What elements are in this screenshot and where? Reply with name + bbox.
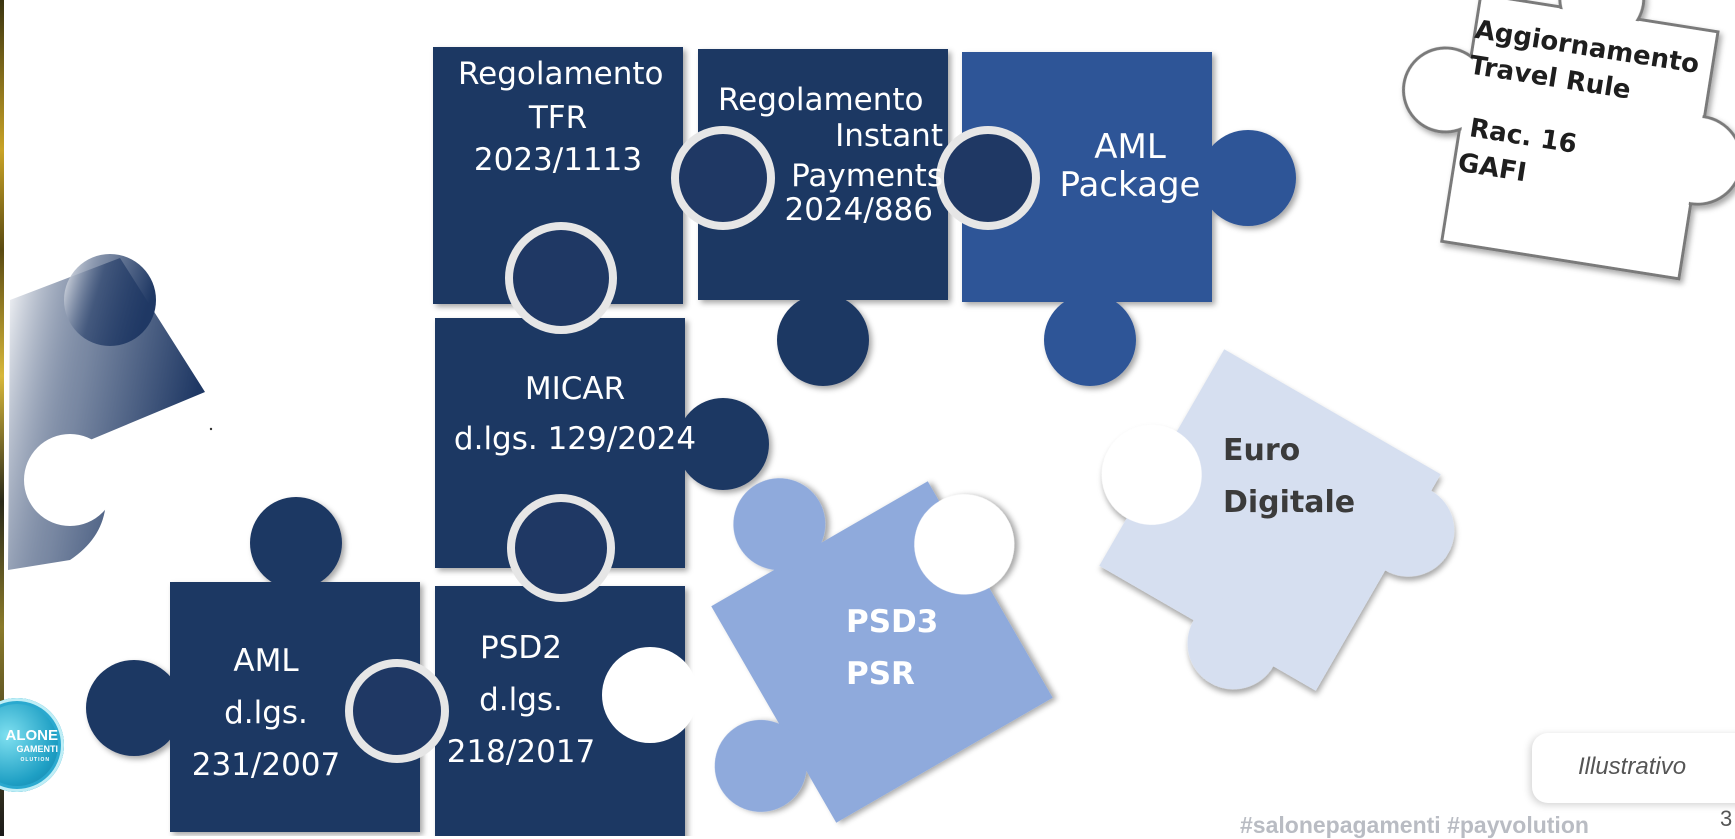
stray-dot <box>209 427 213 431</box>
euro-digitale-label-line2: Digitale <box>1223 485 1356 520</box>
puzzle-knob-psd2-top <box>507 494 615 602</box>
logo-line3: OLUTION <box>20 757 50 763</box>
tfr-label-line1: Regolamento <box>458 56 664 92</box>
decorative-left-strip <box>0 0 4 836</box>
puzzle-piece-travel-rule <box>1402 0 1735 281</box>
puzzle-knob-aml-psd2 <box>345 659 449 763</box>
micar-label: MICAR d.lgs. 129/2024 <box>440 371 710 457</box>
puzzle-piece-instant-payments <box>698 49 948 386</box>
aml-dlgs-label-line1: AML <box>233 643 299 679</box>
psd2-label: PSD2 d.lgs. 218/2017 <box>446 630 596 770</box>
instant-payments-label: Regolamento Instant Payments 2024/886 <box>718 82 943 228</box>
puzzle-knob-instant <box>936 126 1040 230</box>
logo-line1: ALONE <box>5 727 59 744</box>
micar-label-line1: MICAR <box>524 371 626 407</box>
euro-digitale-label-line1: Euro <box>1223 433 1301 468</box>
puzzle-knob-micar-top <box>505 222 617 334</box>
euro-digitale-label: Euro Digitale <box>1223 425 1393 529</box>
aml-dlgs-label-line3: 231/2007 <box>191 747 341 783</box>
instant-label-line2: Instant <box>835 118 943 154</box>
illustrativo-badge: Illustrativo <box>1532 733 1735 803</box>
psd2-label-line3: 218/2017 <box>446 734 596 770</box>
puzzle-knob-tfr <box>671 126 775 230</box>
logo-line2: GAMENTI <box>16 744 59 754</box>
illustrativo-text: Illustrativo <box>1578 753 1687 780</box>
tfr-label: Regolamento TFR 2023/1113 <box>458 56 664 178</box>
tfr-label-line3: 2023/1113 <box>473 142 643 178</box>
psd2-label-line2: d.lgs. <box>479 682 563 718</box>
puzzle-piece-euro-digitale <box>1099 349 1455 691</box>
psd2-label-line1: PSD2 <box>480 630 562 666</box>
puzzle-socket-psd2 <box>602 647 698 743</box>
page-number: 3 <box>1720 806 1733 831</box>
instant-label-line1: Regolamento <box>718 82 924 118</box>
micar-label-line2: d.lgs. 129/2024 <box>453 421 697 457</box>
puzzle-piece-faded-left <box>8 254 205 570</box>
instant-label-line3: Payments <box>791 158 943 194</box>
instant-label-line4: 2024/886 <box>784 192 933 228</box>
aml-dlgs-label-line2: d.lgs. <box>224 695 308 731</box>
psd3-label-line1: PSD3 <box>846 604 939 640</box>
hashtag-footer: #salonepagamenti #payvolution <box>1240 812 1589 838</box>
psd3-label-line2: PSR <box>846 656 915 692</box>
psd3-psr-label: PSD3 PSR <box>846 596 986 700</box>
aml-package-label-line2: Package <box>1059 165 1201 205</box>
aml-package-label: AML Package <box>1050 128 1210 204</box>
aml-package-label-line1: AML <box>1094 127 1166 167</box>
tfr-label-line2: TFR <box>528 100 588 136</box>
aml-dlgs-label: AML d.lgs. 231/2007 <box>186 643 346 783</box>
puzzle-piece-psd3-psr <box>711 478 1053 823</box>
